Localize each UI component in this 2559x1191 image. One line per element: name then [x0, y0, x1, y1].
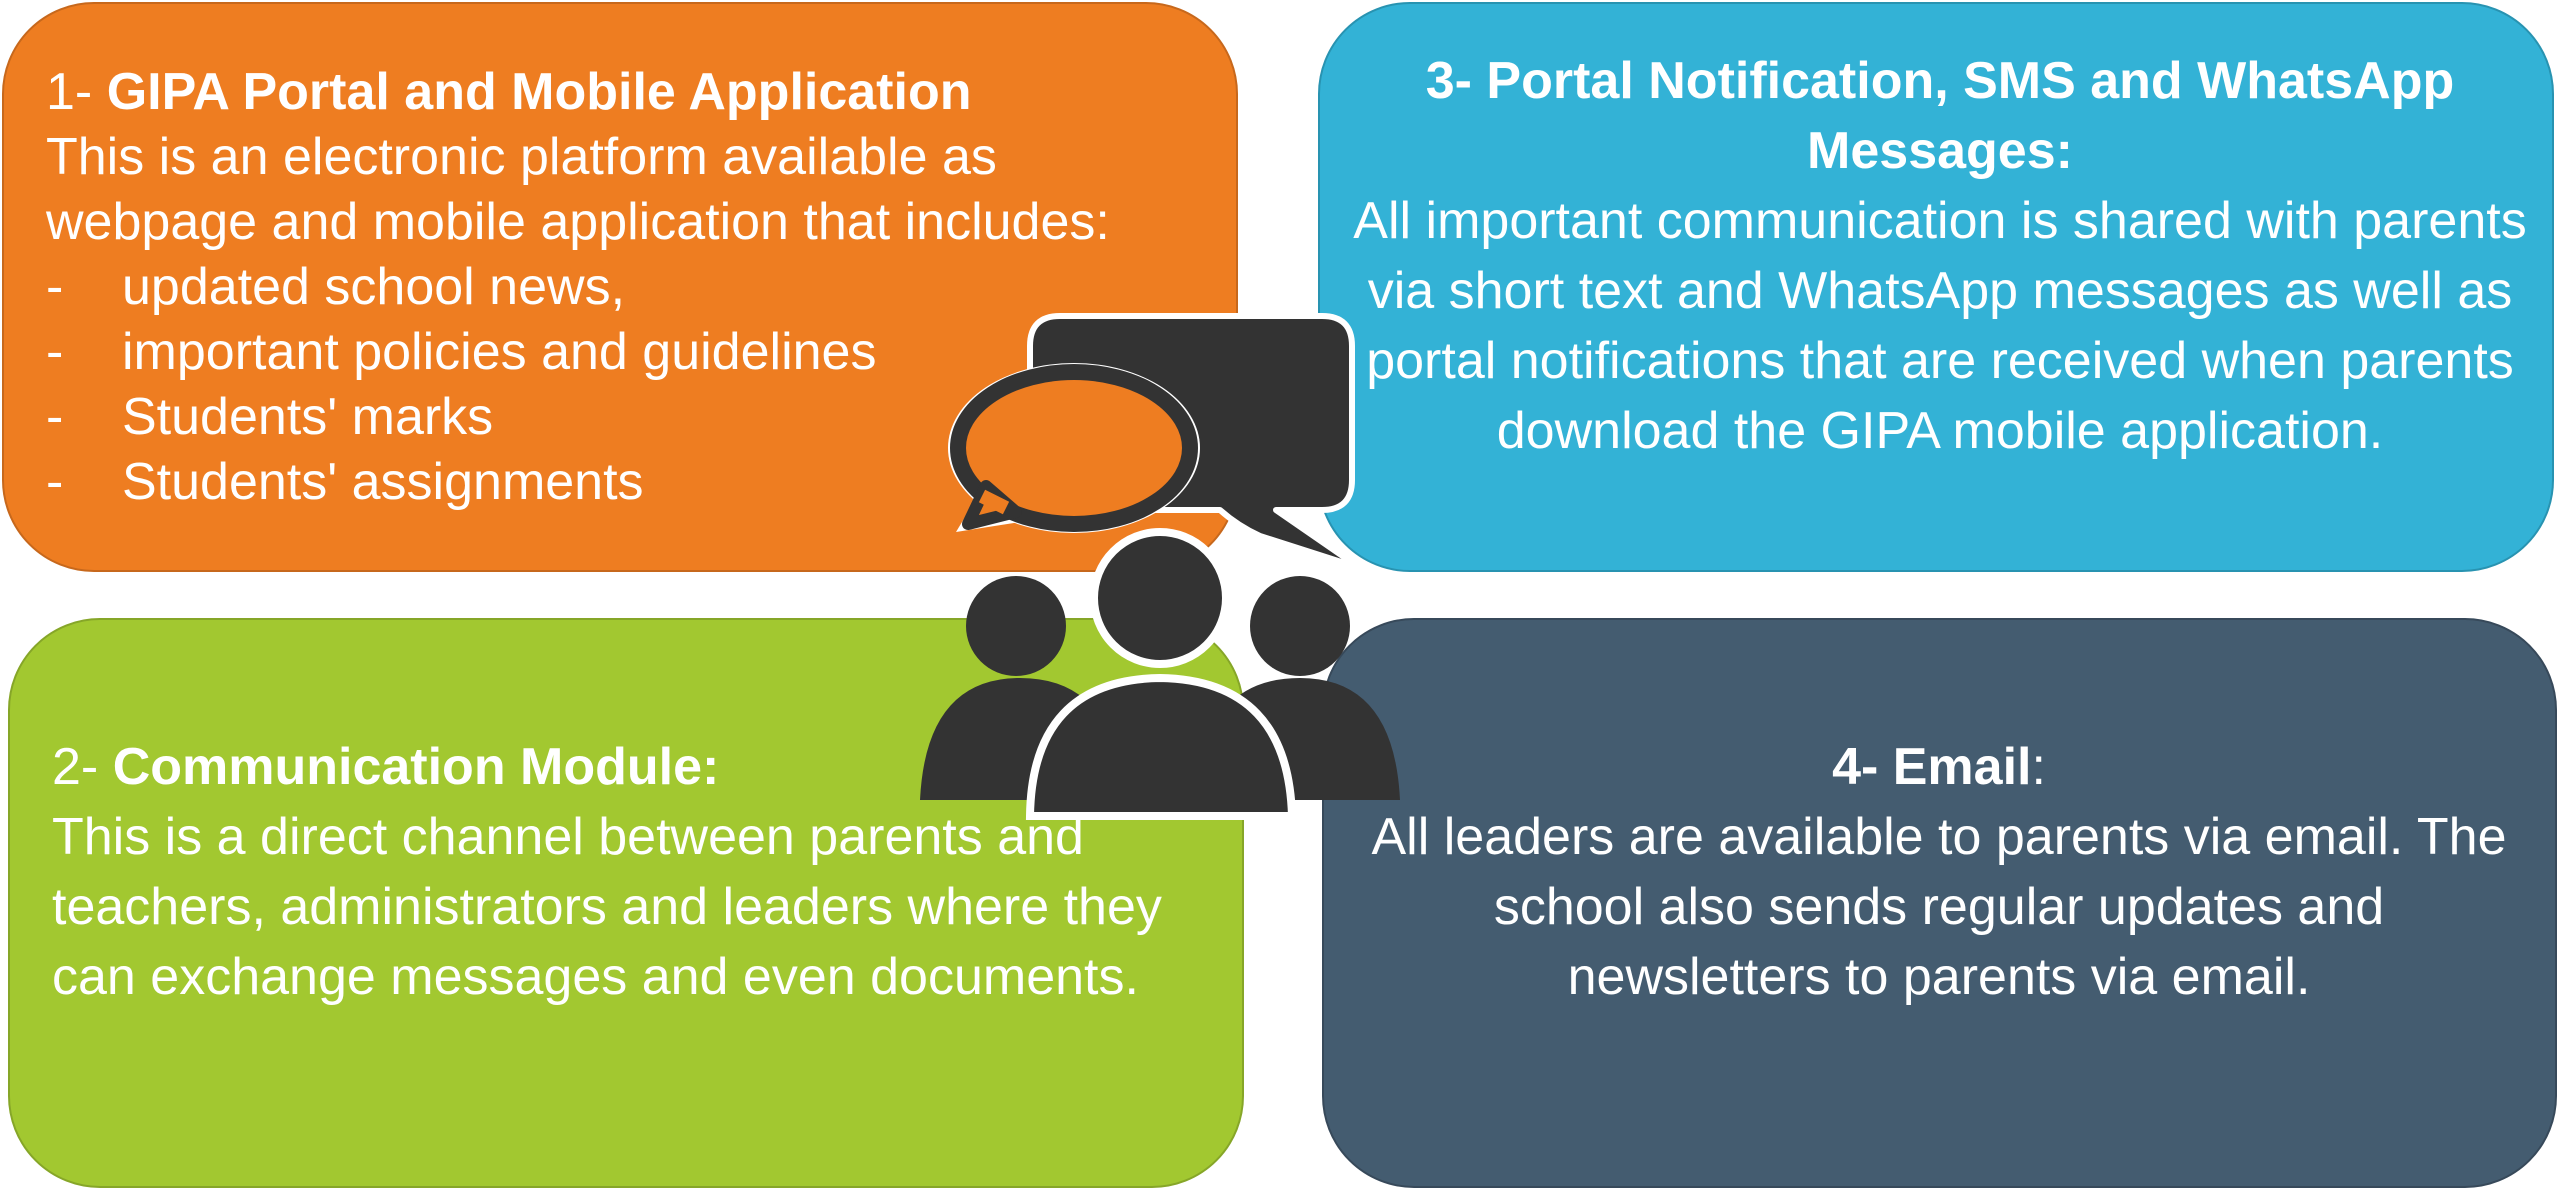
center-person-icon — [1025, 528, 1297, 820]
notifications-content: 3- Portal Notification, SMS and WhatsApp… — [1350, 46, 2530, 466]
communication-module-title: Communication Module: — [112, 738, 720, 796]
notifications-description: All important communication is shared wi… — [1353, 192, 2527, 460]
communication-module-description: This is a direct channel between parents… — [52, 808, 1162, 1006]
email-title-suffix: : — [2031, 738, 2046, 796]
portal-app-title: GIPA Portal and Mobile Application — [106, 63, 972, 121]
communication-module-heading: 2- Communication Module: — [52, 732, 1192, 802]
notifications-title: 3- Portal Notification, SMS and WhatsApp… — [1425, 52, 2455, 180]
outline-speech-bubble-icon — [948, 363, 1200, 533]
communication-module-content: 2- Communication Module: This is a direc… — [52, 732, 1192, 1012]
list-item: -Students' marks — [46, 388, 494, 446]
portal-app-number: 1- — [46, 63, 107, 121]
list-item: -updated school news, — [46, 258, 626, 316]
portal-app-content: 1- GIPA Portal and Mobile Application Th… — [46, 60, 1216, 515]
notifications-box: 3- Portal Notification, SMS and WhatsApp… — [1318, 2, 2554, 572]
portal-app-heading: 1- GIPA Portal and Mobile Application — [46, 60, 1216, 125]
portal-app-box: 1- GIPA Portal and Mobile Application Th… — [2, 2, 1238, 572]
list-item: -important policies and guidelines — [46, 323, 877, 381]
portal-app-description: This is an electronic platform available… — [46, 128, 1110, 251]
email-heading: 4- Email: — [1364, 732, 2514, 802]
email-description: All leaders are available to parents via… — [1371, 808, 2507, 1006]
email-box: 4- Email: All leaders are available to p… — [1322, 618, 2557, 1188]
list-item: -Students' assignments — [46, 453, 644, 511]
people-chat-icon — [920, 313, 1400, 820]
email-content: 4- Email: All leaders are available to p… — [1364, 732, 2514, 1012]
communication-module-number: 2- — [52, 738, 113, 796]
portal-app-bullet-list: -updated school news, -important policie… — [46, 255, 1216, 515]
email-title: 4- Email — [1832, 738, 2032, 796]
